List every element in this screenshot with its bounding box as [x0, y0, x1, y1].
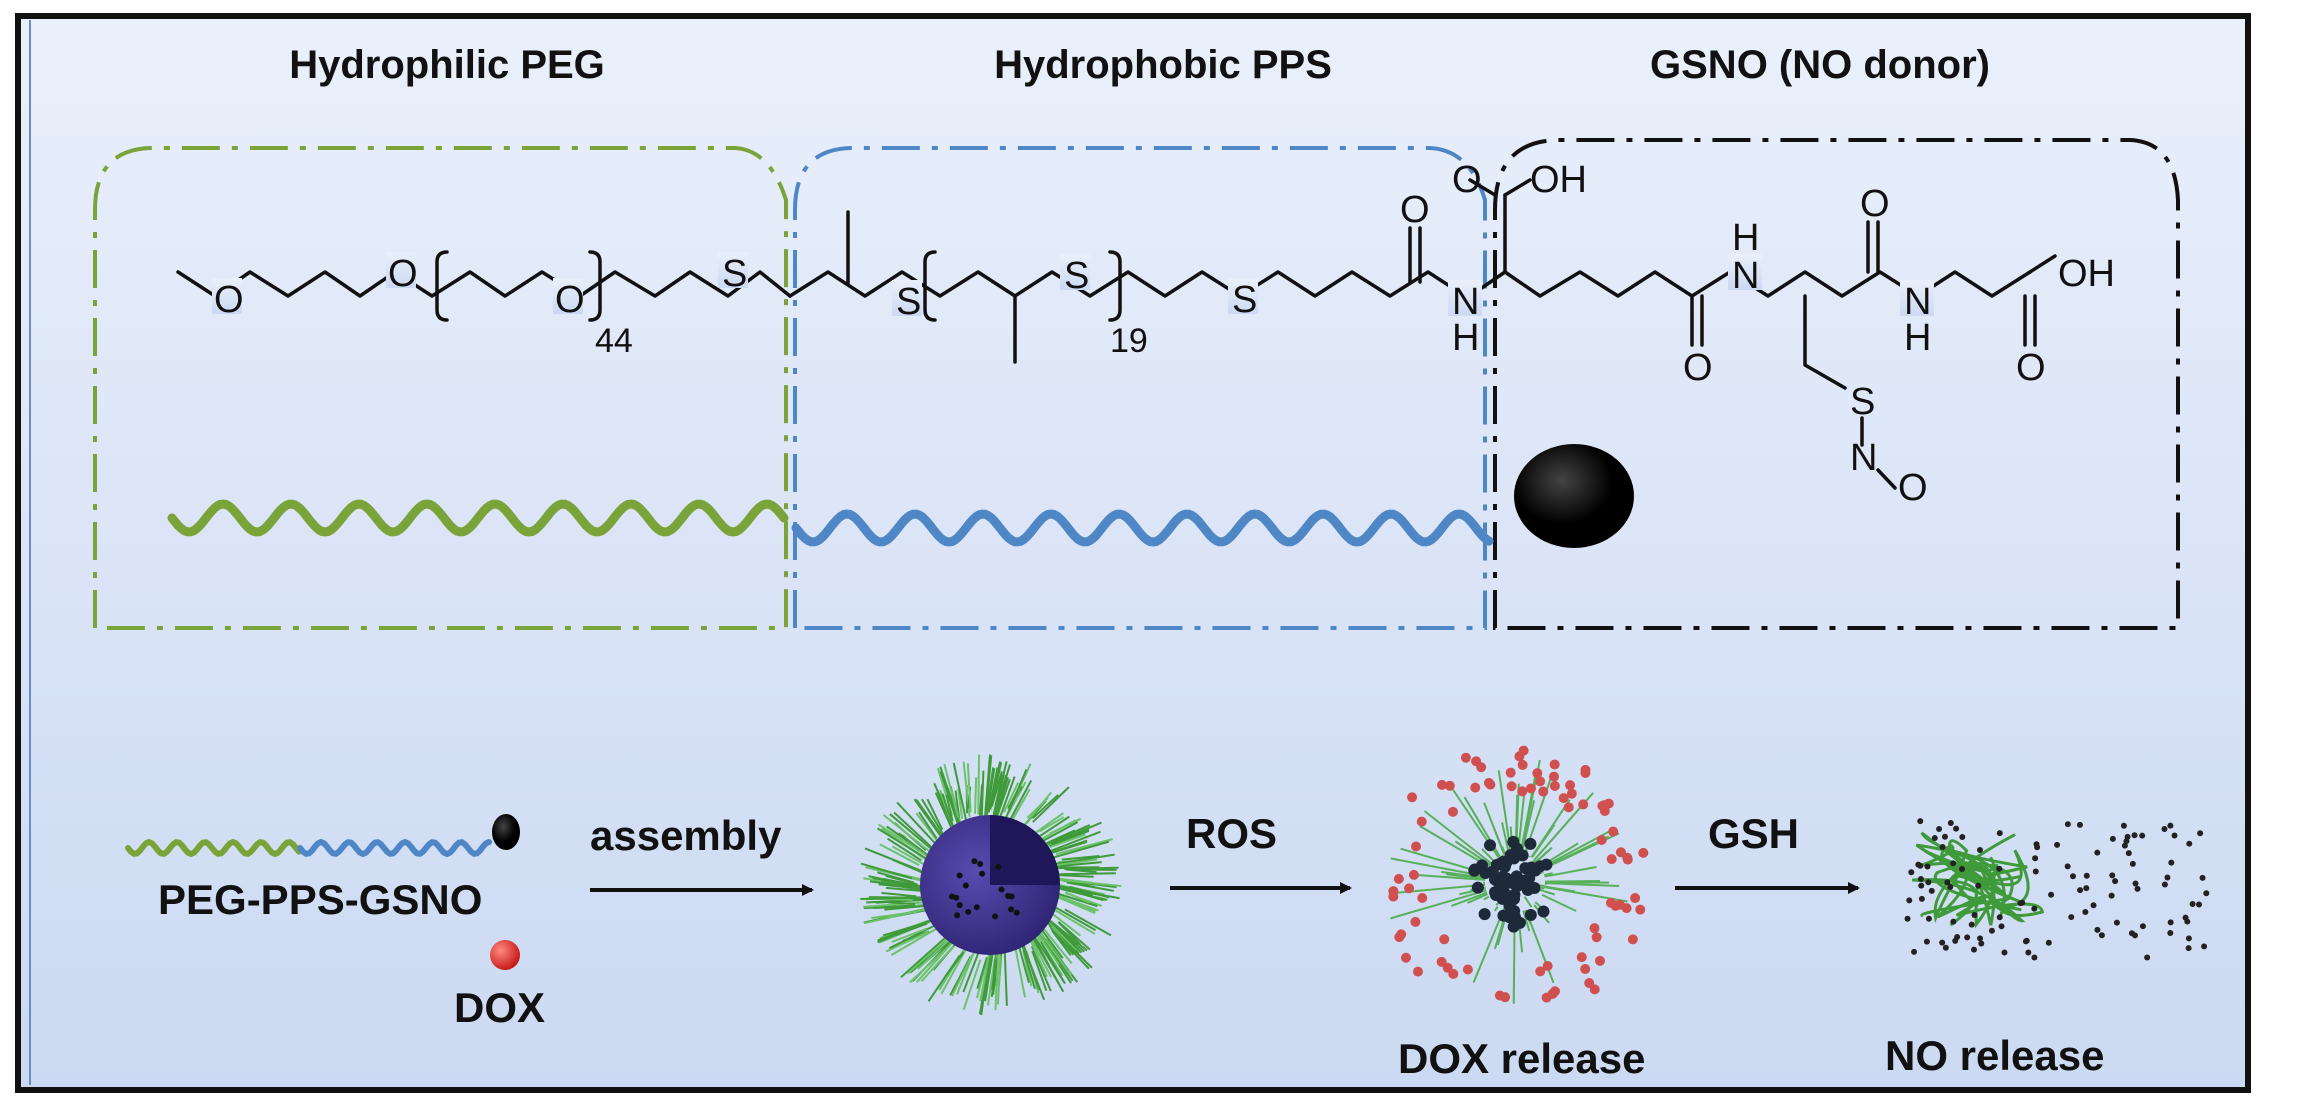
atom-o2: O [388, 253, 418, 295]
no-release-label: NO release [1885, 1032, 2104, 1079]
polymer-cartoon [167, 444, 1634, 548]
pps-box [793, 146, 1487, 630]
pps-repeat-count: 19 [1110, 322, 1148, 360]
atom-sno-s: S [1850, 381, 1875, 423]
atom-h1: H [1452, 317, 1479, 359]
dox-release-label: DOX release [1398, 1035, 1646, 1082]
header-gsno: GSNO (NO donor) [1650, 43, 1990, 87]
dox-label: DOX [454, 984, 545, 1031]
header-pps: Hydrophobic PPS [994, 43, 1332, 87]
atom-s1: S [722, 253, 747, 295]
atom-h3: H [1904, 317, 1931, 359]
peg-repeat-count: 44 [595, 322, 633, 360]
chemical-structure: O O O 44 S S S 19 S O N H O OH O N H O N… [176, 159, 2115, 509]
atom-s2: S [896, 281, 921, 323]
gsno-end-group [1514, 444, 1634, 548]
atom-acid-oh: OH [1530, 159, 1587, 201]
atom-o1: O [214, 279, 244, 321]
header-peg: Hydrophilic PEG [289, 43, 605, 87]
step-assembly-label: assembly [590, 812, 782, 859]
peg-chain-wave [167, 499, 789, 537]
atom-sno-n: N [1850, 437, 1877, 479]
atom-h2: H [1732, 217, 1759, 259]
dox-molecule [490, 940, 520, 970]
process-row: PEG-PPS-GSNO DOX assembly ROS DOX releas… [125, 745, 2210, 1082]
atom-s4: S [1232, 279, 1257, 321]
atom-o3: O [555, 279, 585, 321]
atom-n3: N [1904, 281, 1931, 323]
micelle-assembled [860, 754, 1122, 1016]
atom-sno-o: O [1898, 467, 1928, 509]
atom-acid-o: O [1452, 159, 1482, 201]
small-gsno-end [492, 814, 520, 850]
atom-o-carbonyl2: O [1683, 347, 1713, 389]
atom-o-carbonyl3: O [1860, 183, 1890, 225]
step-gsh-label: GSH [1708, 810, 1799, 857]
small-peg-chain [125, 838, 302, 858]
atom-o-carbonyl4: O [2016, 347, 2046, 389]
atom-s3: S [1064, 255, 1089, 297]
micelle-dox-release [1388, 745, 1649, 1004]
polymer-label: PEG-PPS-GSNO [158, 876, 482, 923]
atom-n2: N [1732, 255, 1759, 297]
step-ros-label: ROS [1186, 810, 1277, 857]
small-pps-chain [297, 838, 492, 858]
peg-box [93, 146, 788, 630]
outer-frame [15, 13, 2251, 1093]
gsno-box [1493, 138, 2180, 630]
atom-o-carbonyl1: O [1400, 189, 1430, 231]
atom-acid2-oh: OH [2058, 253, 2115, 295]
pps-chain-wave [791, 509, 1494, 547]
no-release-cluster [1904, 818, 2210, 961]
atom-n1: N [1452, 281, 1479, 323]
